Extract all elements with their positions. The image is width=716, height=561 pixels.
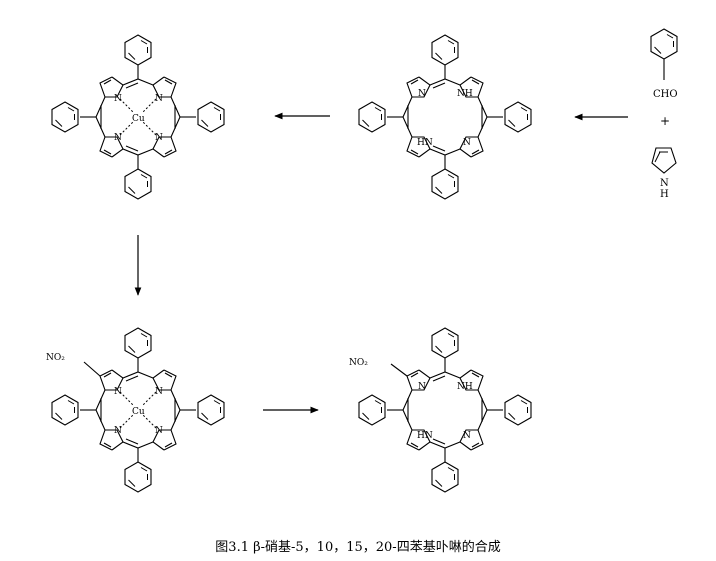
n-label: N [114, 426, 122, 436]
n-label: N [114, 133, 122, 143]
tpp-free-base: N NH HN N [358, 34, 532, 200]
n-label: N [418, 89, 426, 99]
cu-label: Cu [132, 407, 145, 417]
plus-sign: + [660, 114, 670, 128]
hn-label: HN [417, 138, 433, 148]
n-label: N [114, 94, 122, 104]
n-label: N [155, 426, 163, 436]
nitro-label: NO₂ [46, 353, 65, 363]
pyrrole: N H [651, 147, 677, 200]
cu-label: Cu [132, 114, 145, 124]
nh-label: NH [457, 382, 473, 392]
n-label: N [114, 387, 122, 397]
n-label: N [155, 387, 163, 397]
nitro-label: NO₂ [349, 358, 368, 368]
cu-tpp: N N N N Cu [51, 34, 225, 200]
n-label: N [463, 431, 471, 441]
n-label: N [155, 94, 163, 104]
cho-label: CHO [653, 89, 678, 100]
hn-label: HN [417, 431, 433, 441]
n-label: N [155, 133, 163, 143]
benzaldehyde: CHO [650, 28, 678, 100]
n-label: N [418, 382, 426, 392]
figure-caption: 图3.1 β-硝基-5，10，15，20-四苯基卟啉的合成 [215, 540, 501, 555]
pyrrole-n-label: N [660, 178, 669, 189]
nitro-cu-tpp: NO₂ N N N N Cu [46, 327, 225, 493]
nitro-tpp: NO₂ N NH HN N [349, 327, 532, 493]
pyrrole-h-label: H [660, 189, 669, 200]
n-label: N [463, 138, 471, 148]
nh-label: NH [457, 89, 473, 99]
